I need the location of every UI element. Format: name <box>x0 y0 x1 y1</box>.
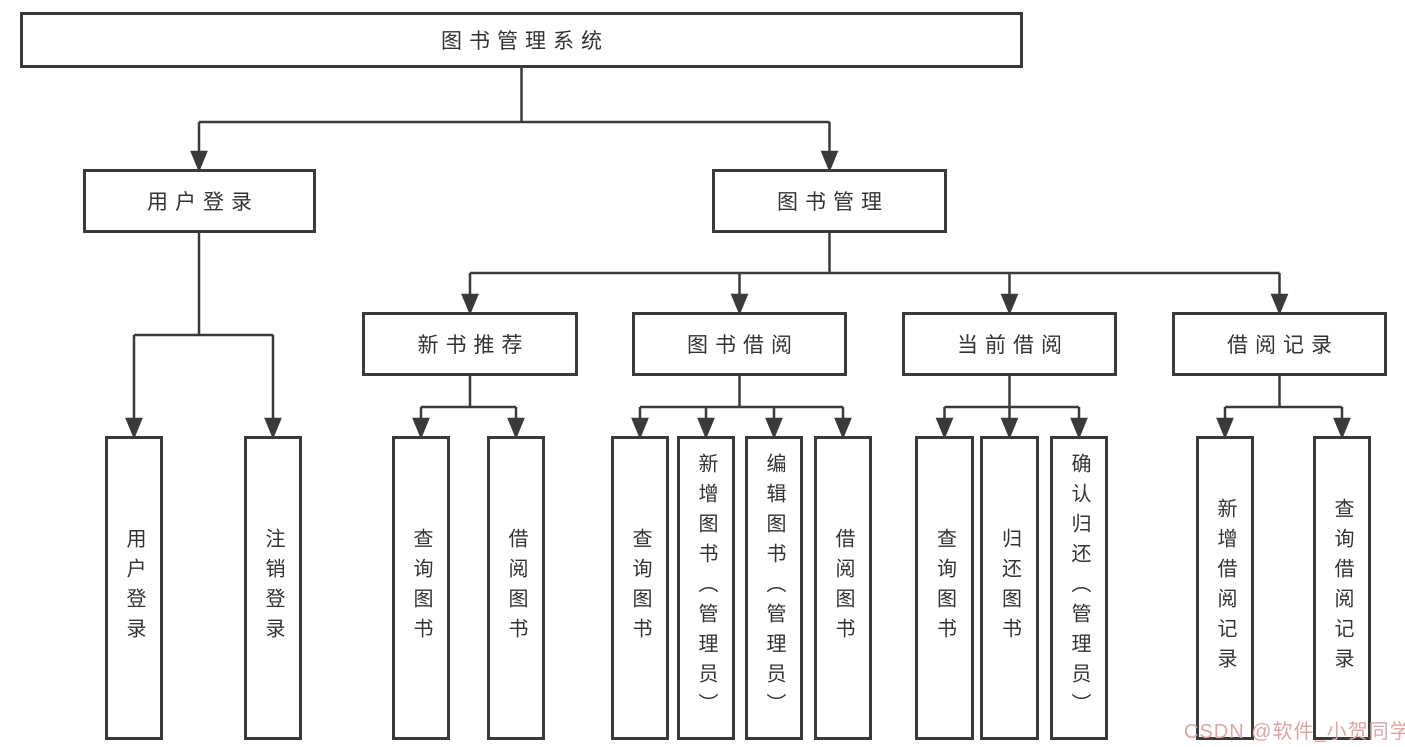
node-book-mgmt: 图书管理 <box>712 169 947 233</box>
node-user-login: 用户登录 <box>83 169 316 233</box>
node-borrowing-add-book-admin: 新增图书（管理员） <box>677 436 735 740</box>
node-records-add: 新增借阅记录 <box>1196 436 1254 740</box>
connector-new-rec-children <box>419 376 518 422</box>
node-current-query-book: 查询图书 <box>915 436 974 740</box>
connector-root-to-level1 <box>197 68 831 156</box>
node-root: 图书管理系统 <box>20 12 1023 68</box>
connector-user-login-children <box>132 233 275 422</box>
node-borrowing-edit-book-admin: 编辑图书（管理员） <box>745 436 803 740</box>
connector-records-children <box>1223 376 1344 422</box>
arrowheads-records-children <box>1216 417 1351 440</box>
node-borrowing-borrow-book: 借阅图书 <box>814 436 872 740</box>
arrowheads-new-rec-children <box>412 417 525 440</box>
node-borrowing-records: 借阅记录 <box>1172 312 1387 376</box>
node-records-query: 查询借阅记录 <box>1313 436 1371 740</box>
node-logout-action: 注销登录 <box>244 436 302 740</box>
node-current-confirm-return-admin: 确认归还（管理员） <box>1050 436 1108 740</box>
node-rec-borrow-book: 借阅图书 <box>487 436 545 740</box>
arrowheads-current-children <box>935 417 1088 440</box>
node-current-borrowing: 当前借阅 <box>902 312 1117 376</box>
node-new-book-recommend: 新书推荐 <box>362 312 578 376</box>
arrowheads-level2 <box>461 293 1289 316</box>
connector-borrowing-children <box>638 376 845 422</box>
node-current-return-book: 归还图书 <box>980 436 1039 740</box>
connector-book-mgmt-children <box>468 233 1281 297</box>
node-book-borrowing: 图书借阅 <box>632 312 847 376</box>
node-borrowing-query-book: 查询图书 <box>611 436 669 740</box>
connector-current-children <box>943 376 1081 422</box>
arrowheads-level1 <box>190 150 839 173</box>
node-user-login-action: 用户登录 <box>105 436 163 740</box>
watermark: CSDN @软件_小贺同学 <box>1184 721 1405 743</box>
arrowheads-borrowing-children <box>631 417 852 440</box>
arrowheads-user-login-children <box>125 417 282 440</box>
node-rec-query-book: 查询图书 <box>392 436 450 740</box>
